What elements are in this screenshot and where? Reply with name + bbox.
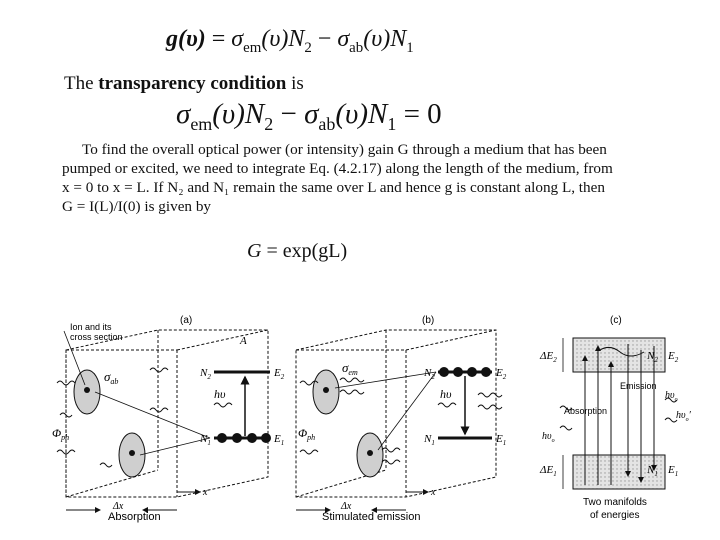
svg-text:σem: σem — [342, 360, 358, 377]
svg-text:Absorption: Absorption — [564, 406, 607, 416]
photon-wave — [149, 367, 169, 373]
svg-text:of energies: of energies — [590, 510, 639, 521]
photon-wave — [56, 380, 76, 386]
svg-text:hυo′: hυo′ — [676, 410, 692, 423]
svg-text:σab: σab — [104, 369, 118, 386]
panel-b-label: (b) — [422, 315, 434, 326]
svg-text:N1: N1 — [423, 433, 435, 447]
svg-text:Δx: Δx — [112, 501, 124, 512]
svg-text:E2: E2 — [495, 367, 507, 381]
svg-text:E2: E2 — [273, 367, 285, 381]
paragraph-line: To find the overall optical power (or in… — [82, 141, 607, 158]
transparency-equation: σem(υ)N2 − σab(υ)N1 = 0 — [176, 98, 442, 134]
svg-text:E1: E1 — [273, 433, 284, 447]
gain-equation: g(υ) = σem(υ)N2 − σab(υ)N1 — [166, 26, 414, 56]
svg-text:ΔE2: ΔE2 — [539, 350, 557, 364]
panel-a-caption: Absorption — [108, 511, 161, 523]
svg-text:Δx: Δx — [340, 501, 352, 512]
panel-b: (b) σem Φph N2 E2 hυ N1 E1 Δx x Stimulat… — [295, 315, 507, 523]
medium-box-outline — [65, 329, 269, 498]
panel-c-label: (c) — [610, 315, 622, 326]
svg-text:hυo: hυo — [542, 431, 555, 444]
paragraph-line: x = 0 to x = L. If N₂ and N₁ remain the … — [62, 179, 605, 196]
photon-wave — [149, 407, 169, 413]
svg-text:E1: E1 — [667, 464, 678, 478]
svg-text:Φph: Φph — [298, 426, 315, 442]
svg-text:x: x — [202, 487, 208, 498]
svg-text:Emission: Emission — [620, 381, 657, 391]
panel-c: (c) ΔE2 N2 E2 Emission Absorption hυo hυ… — [539, 315, 692, 521]
svg-text:cross section: cross section — [70, 332, 123, 342]
svg-text:x: x — [430, 487, 436, 498]
paragraph-line: G = I(L)/I(0) is given by — [62, 198, 212, 215]
svg-text:N1: N1 — [646, 464, 658, 478]
transparency-sentence: The transparency condition is — [64, 73, 304, 94]
panel-a: (a) Ion and its cross section A σab Φph … — [52, 315, 285, 523]
paragraph-line: pumped or excited, we need to integrate … — [62, 160, 613, 177]
gain-exp-equation: G = exp(gL) — [247, 240, 348, 262]
svg-text:Φph: Φph — [52, 426, 69, 442]
photon-wave — [99, 462, 113, 468]
upper-manifold — [572, 337, 666, 373]
svg-text:N1: N1 — [199, 433, 211, 447]
lower-manifold — [572, 454, 666, 490]
panel-c-caption: Two manifolds — [583, 497, 647, 508]
svg-text:N2: N2 — [199, 367, 211, 381]
svg-text:E1: E1 — [495, 433, 506, 447]
svg-text:N2: N2 — [423, 367, 435, 381]
svg-text:hυo: hυo — [665, 390, 678, 403]
panel-a-label: (a) — [180, 315, 192, 326]
svg-text:E2: E2 — [667, 350, 679, 364]
body-paragraph: To find the overall optical power (or in… — [62, 140, 674, 216]
svg-text:N2: N2 — [646, 350, 658, 364]
photon-wave — [59, 412, 73, 418]
svg-text:hυ: hυ — [214, 387, 226, 401]
svg-text:hυ: hυ — [440, 387, 452, 401]
svg-text:Ion and its: Ion and its — [70, 322, 112, 332]
panel-b-caption: Stimulated emission — [322, 511, 420, 523]
photon-wave — [56, 449, 76, 455]
svg-text:A: A — [239, 335, 247, 347]
svg-text:ΔE1: ΔE1 — [539, 464, 557, 478]
